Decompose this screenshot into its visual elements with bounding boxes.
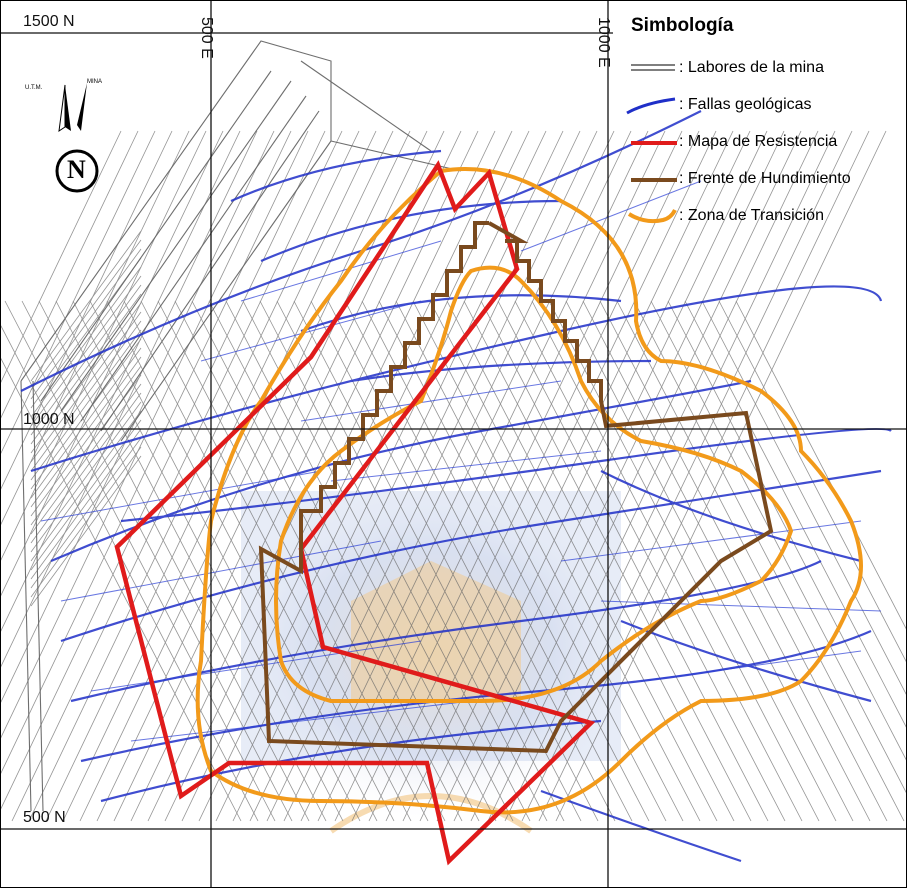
north-letter: N bbox=[67, 155, 86, 184]
grid-label-500n: 500 N bbox=[23, 809, 66, 826]
legend-label-subsidence: : Frente de Hundimiento bbox=[679, 169, 851, 187]
legend-item-faults: : Fallas geológicas bbox=[613, 86, 903, 123]
transition-zone-inner bbox=[274, 265, 794, 704]
geological-faults bbox=[20, 110, 892, 863]
mine-works-diagonals bbox=[1, 130, 906, 822]
legend-item-transition: : Zona de Transición bbox=[613, 197, 903, 234]
brown-line-icon bbox=[631, 177, 677, 182]
legend-label-transition: : Zona de Transición bbox=[679, 206, 824, 224]
legend: Simbología : Labores de la mina : Fallas… bbox=[613, 15, 903, 234]
grid-label-1000n: 1000 N bbox=[23, 411, 75, 428]
legend-item-mine-works: : Labores de la mina bbox=[613, 49, 903, 86]
grid-label-1500n: 1500 N bbox=[23, 13, 75, 30]
north-arrow: U.T.M. MINA N bbox=[25, 79, 105, 199]
legend-title: Simbología bbox=[631, 15, 734, 36]
north-arrow-icon bbox=[55, 83, 99, 193]
blue-line-icon bbox=[626, 97, 676, 114]
grid-label-1000e: 1000 E bbox=[595, 17, 612, 68]
legend-label-resistance: : Mapa de Resistencia bbox=[679, 132, 838, 150]
transition-zone-outer bbox=[195, 167, 863, 815]
utm-label: U.T.M. bbox=[25, 85, 43, 91]
red-line-icon bbox=[631, 140, 677, 145]
resistance-map-outline bbox=[114, 160, 596, 866]
orange-wave-icon bbox=[627, 208, 677, 223]
grid-label-500e: 500 E bbox=[198, 17, 215, 59]
legend-label-faults: : Fallas geológicas bbox=[679, 95, 812, 113]
geological-faults-thin bbox=[40, 180, 882, 742]
double-gray-lines-icon bbox=[631, 63, 675, 71]
legend-item-resistance: : Mapa de Resistencia bbox=[613, 123, 903, 160]
mina-label: MINA bbox=[87, 79, 102, 85]
subsidence-front-outline bbox=[258, 221, 774, 754]
legend-label-mine-works: : Labores de la mina bbox=[679, 58, 824, 76]
legend-item-subsidence: : Frente de Hundimiento bbox=[613, 160, 903, 197]
